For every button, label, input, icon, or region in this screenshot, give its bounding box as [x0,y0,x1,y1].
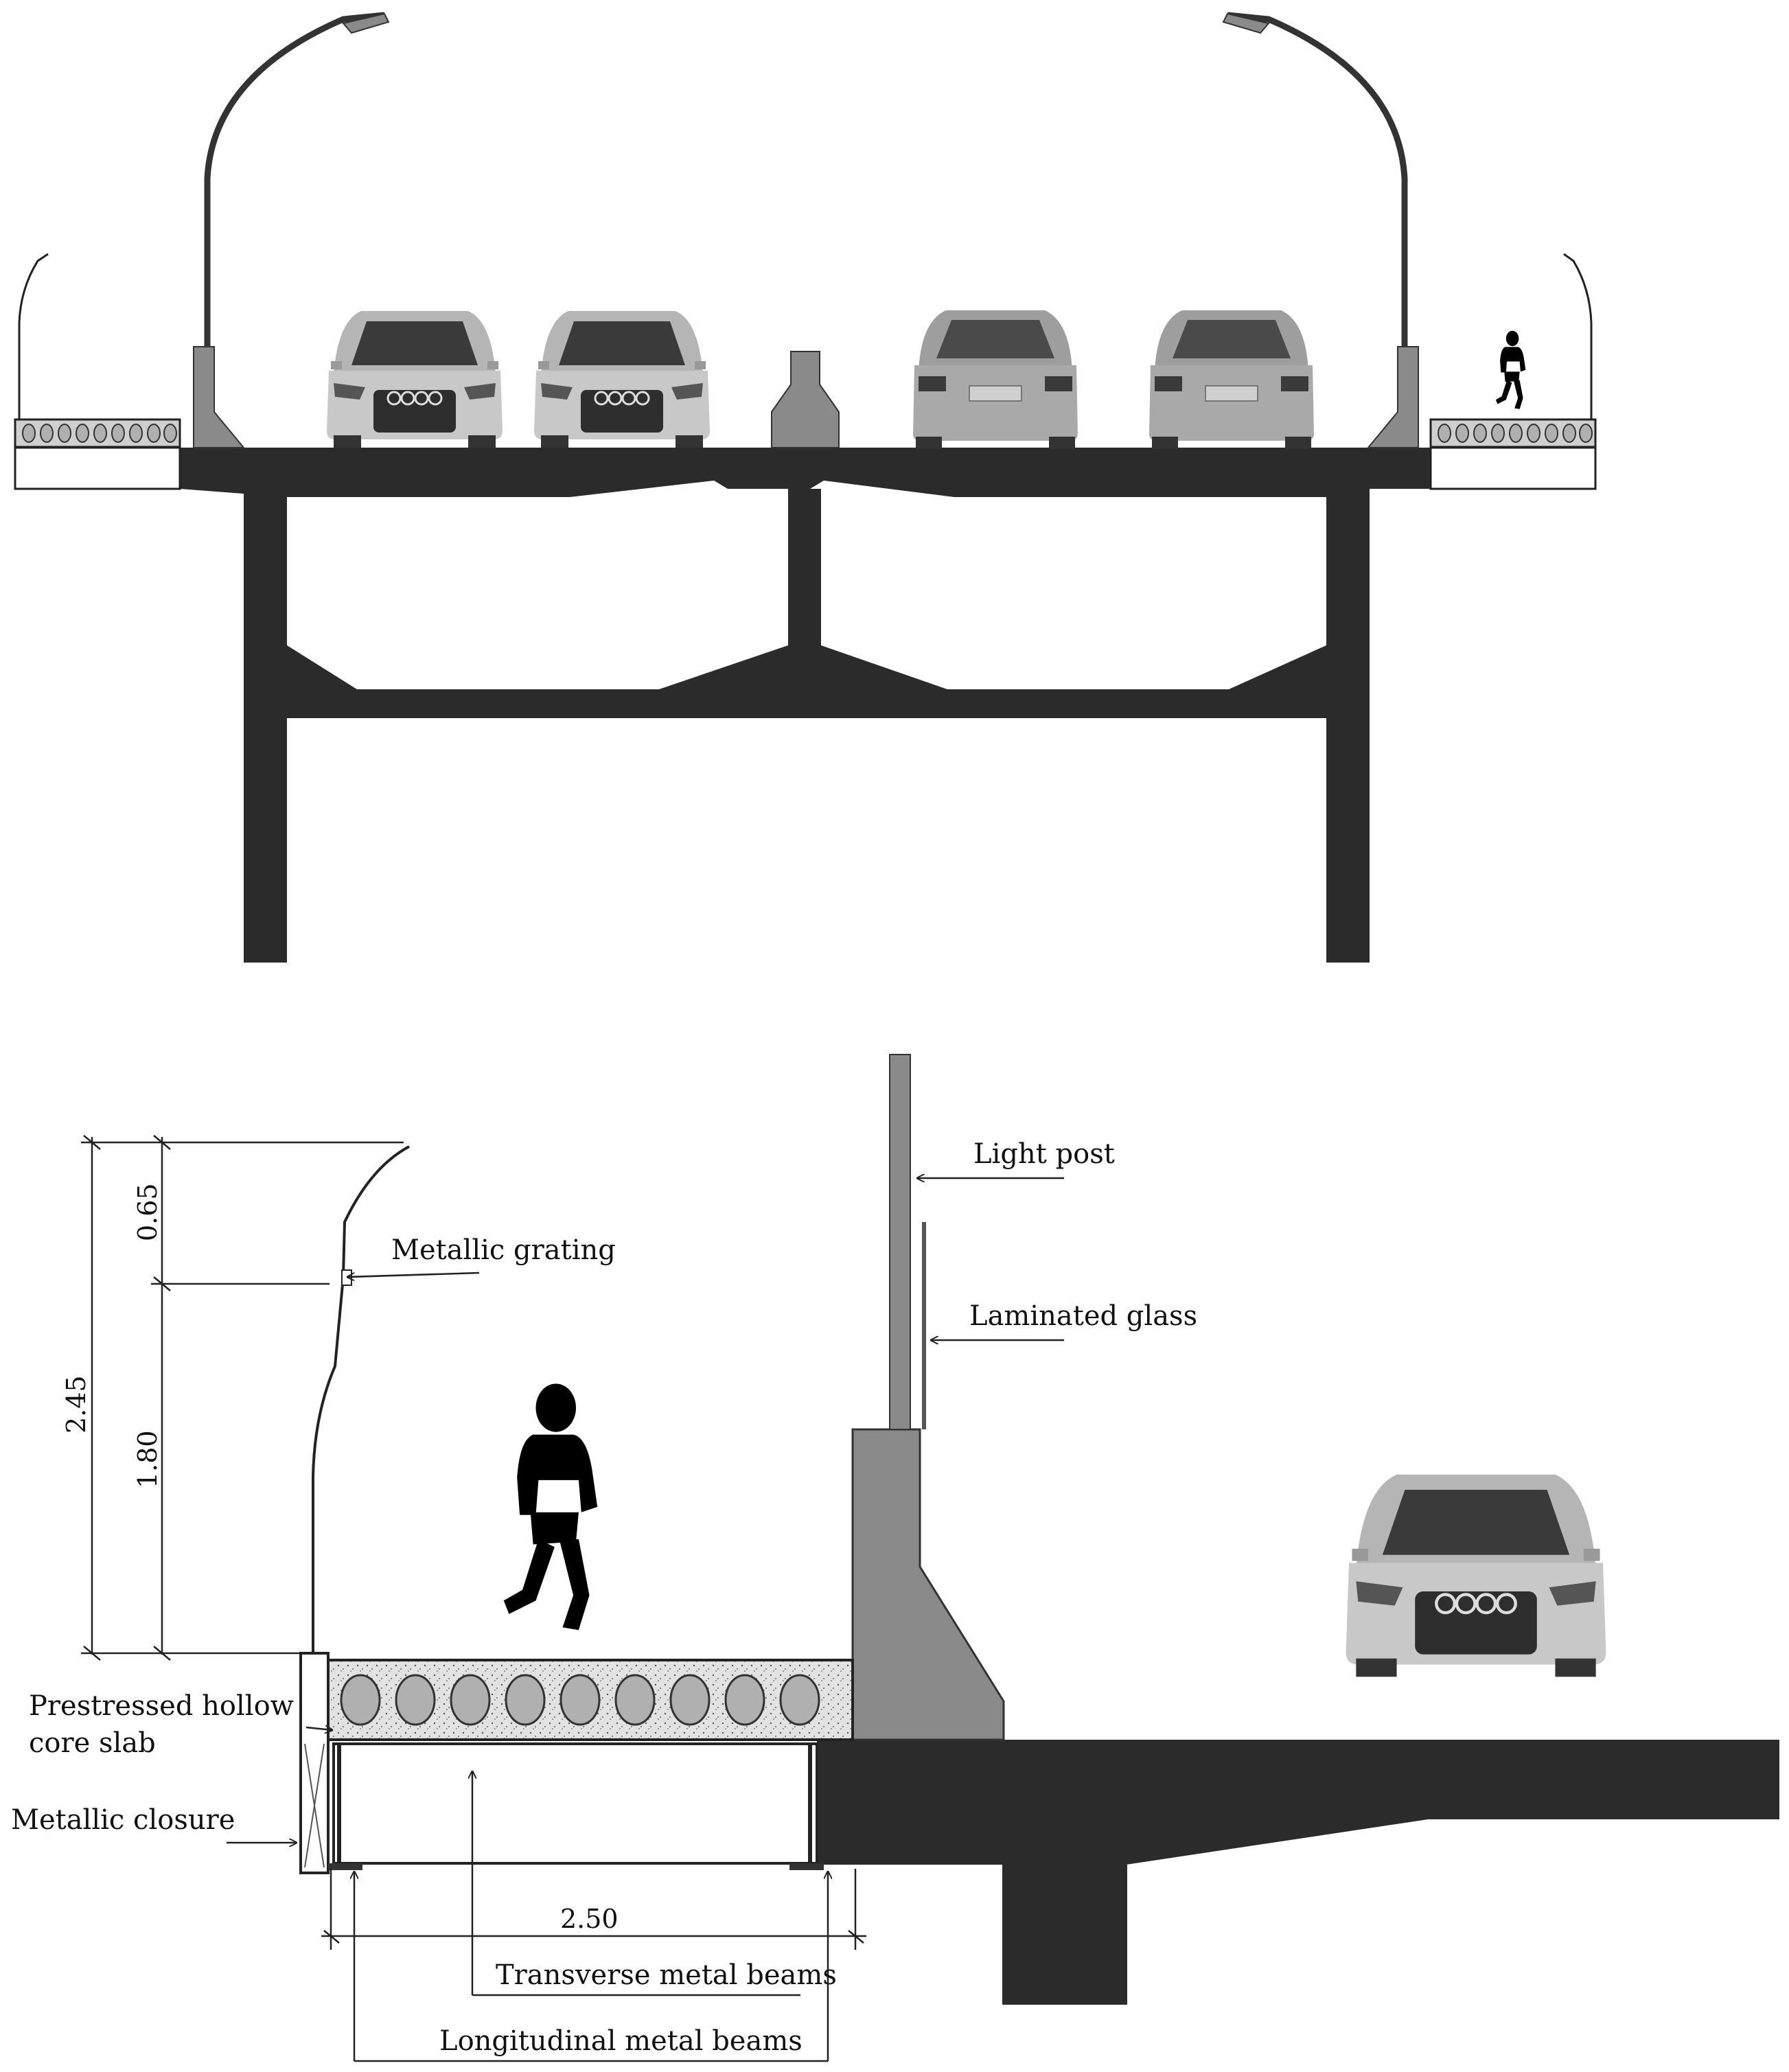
running-person-icon [503,1383,598,1631]
car-front-icon [1346,1475,1606,1677]
running-person-icon [1495,330,1526,409]
street-lamp-icon [204,12,385,347]
label-metallic-closure: Metallic closure [11,1804,235,1836]
label-metallic-grating: Metallic grating [391,1234,616,1266]
label-slab-line2: core slab [29,1727,156,1759]
right-walkway [1429,253,1597,490]
dimension-lines [81,1135,866,1950]
full-cross-section [14,12,1597,963]
pier-stub [1002,1865,1127,2005]
dimension-railing-total: 2.45 [61,1375,91,1434]
label-laminated-glass: Laminated glass [969,1300,1197,1332]
metallic-closure [299,1652,330,1874]
center-column [788,489,821,687]
slab-cores [340,1674,820,1726]
median-barrier [771,351,840,448]
label-transverse-beams: Transverse metal beams [496,1959,837,1991]
dimension-railing-top: 0.65 [132,1183,163,1241]
label-slab-line1: Prestressed hollow [29,1690,294,1722]
right-pier [1326,489,1370,963]
longitudinal-beam-right [789,1863,824,1870]
concrete-barrier [851,1428,1005,1741]
left-barrier [193,346,246,448]
left-pier [244,489,287,963]
lower-frame [287,645,1326,718]
label-longitudinal-beams: Longitudinal metal beams [439,2025,803,2057]
right-barrier [1366,346,1419,448]
label-light-post: Light post [973,1138,1115,1170]
dimension-walkway-width: 2.50 [560,1904,619,1934]
transverse-metal-beam-box [332,1742,818,1865]
metallic-grating-railing [312,1145,410,1653]
leader-lines [227,1178,1064,2062]
car-rear-icon [1149,310,1315,450]
deck-cantilever [817,1740,1779,1865]
longitudinal-beam-left [328,1863,362,1870]
dimension-railing-bottom: 1.80 [132,1430,163,1488]
walkway-detail-section: Light post Laminated glass Metallic grat… [11,1054,1779,2062]
bridge-deck [180,448,1431,497]
car-front-icon [325,310,504,449]
light-post [889,1054,911,1430]
street-lamp-icon [1227,12,1408,347]
car-front-icon [533,310,711,449]
car-rear-icon [912,310,1078,450]
left-walkway [14,253,181,490]
